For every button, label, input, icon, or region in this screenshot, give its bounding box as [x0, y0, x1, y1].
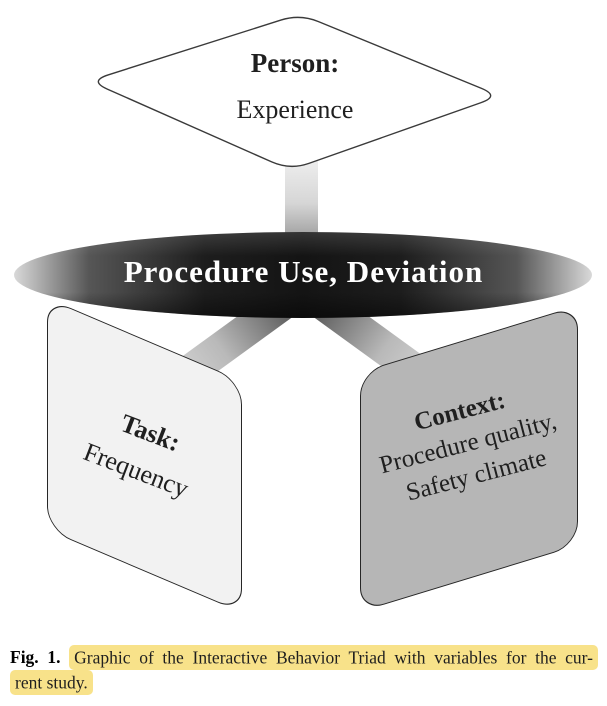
person-subtitle: Experience: [236, 95, 354, 124]
hub-label: Procedure Use, Deviation: [123, 254, 484, 289]
triad-diagram-shapes: [14, 16, 592, 394]
person-connector-bar: [285, 158, 318, 240]
figure-number-label: Fig. 1.: [10, 647, 61, 667]
person-diamond: [97, 16, 492, 168]
person-title: Person:: [250, 48, 340, 78]
caption-highlight-2: rent study.: [10, 669, 93, 695]
caption-line-1: Fig. 1. Graphic of the Interactive Behav…: [10, 644, 598, 670]
caption-line-2: rent study.: [10, 669, 598, 695]
person-label-block: Person: Experience: [45, 50, 545, 123]
figure-caption: Fig. 1. Graphic of the Interactive Behav…: [10, 644, 598, 695]
caption-highlight-1: Graphic of the Interactive Behavior Tria…: [69, 644, 598, 670]
hub-ellipse-shading: [14, 232, 592, 318]
